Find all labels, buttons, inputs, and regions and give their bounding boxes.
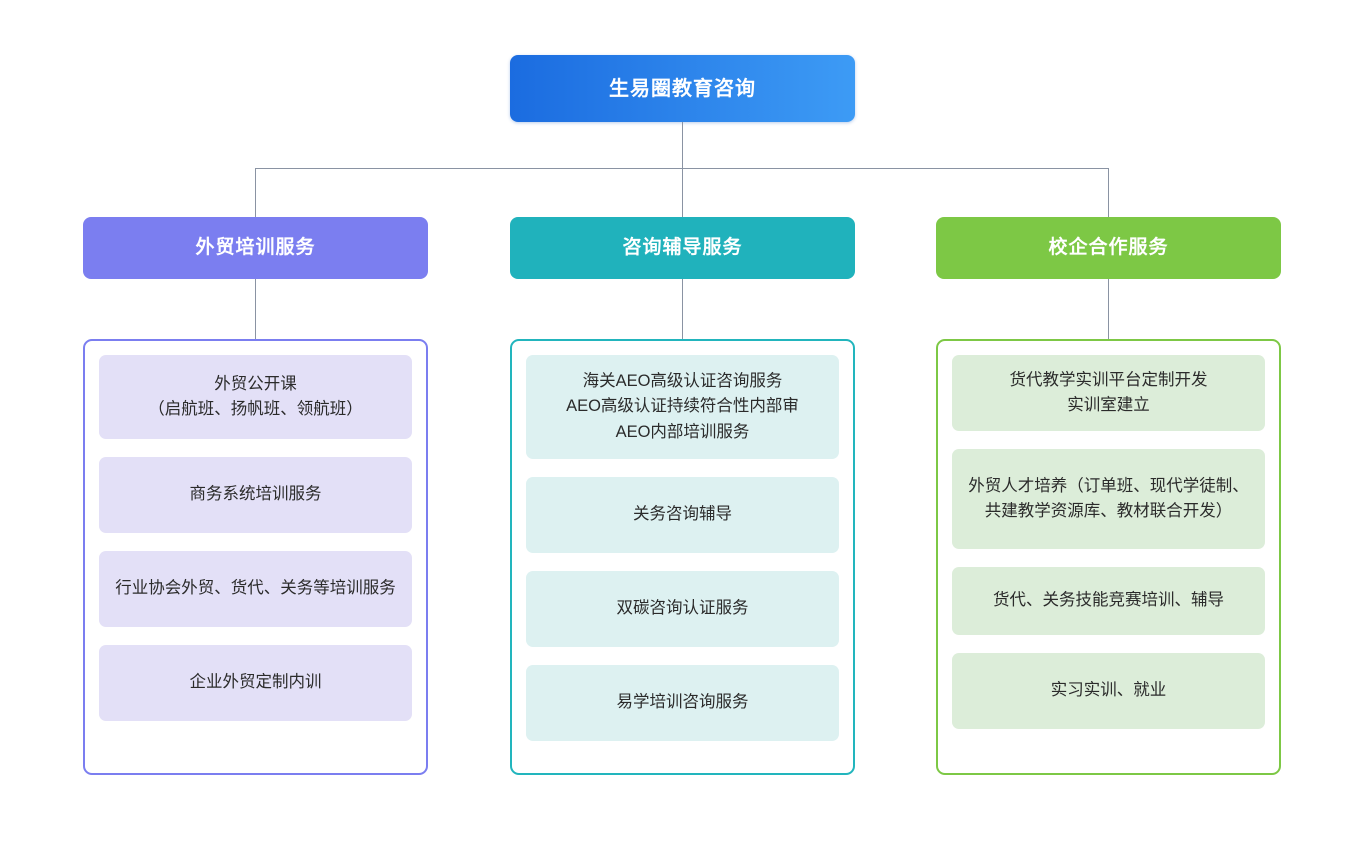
branch-items-container-1: 外贸公开课 （启航班、扬帆班、领航班） 商务系统培训服务 行业协会外贸、货代、关… <box>83 339 428 775</box>
branch-item-card[interactable]: 外贸人才培养（订单班、现代学徒制、共建教学资源库、教材联合开发） <box>952 449 1265 549</box>
root-node-label: 生易圈教育咨询 <box>609 77 756 100</box>
branch-item-card[interactable]: 企业外贸定制内训 <box>99 645 412 721</box>
branch-item-card[interactable]: 外贸公开课 （启航班、扬帆班、领航班） <box>99 355 412 439</box>
branch-item-card[interactable]: 货代、关务技能竞赛培训、辅导 <box>952 567 1265 635</box>
branch-header-label-1: 外贸培训服务 <box>195 236 316 258</box>
branch-header-label-3: 校企合作服务 <box>1048 236 1169 258</box>
branch-item-card[interactable]: 双碳咨询认证服务 <box>526 571 839 647</box>
connector-drop-branch-3 <box>1108 168 1109 217</box>
connector-root-stem <box>682 122 683 168</box>
branch-items-container-3: 货代教学实训平台定制开发 实训室建立 外贸人才培养（订单班、现代学徒制、共建教学… <box>936 339 1281 775</box>
connector-drop-branch-1 <box>255 168 256 217</box>
branch-item-card[interactable]: 海关AEO高级认证咨询服务 AEO高级认证持续符合性内部审 AEO内部培训服务 <box>526 355 839 459</box>
branch-item-card[interactable]: 实习实训、就业 <box>952 653 1265 729</box>
branch-header-2[interactable]: 咨询辅导服务 <box>510 217 855 279</box>
connector-header-to-container-2 <box>682 279 683 339</box>
connector-drop-branch-2 <box>682 168 683 217</box>
branch-item-card[interactable]: 商务系统培训服务 <box>99 457 412 533</box>
branch-column-1: 外贸培训服务 外贸公开课 （启航班、扬帆班、领航班） 商务系统培训服务 行业协会… <box>83 217 428 775</box>
root-node[interactable]: 生易圈教育咨询 <box>510 55 855 122</box>
connector-header-to-container-3 <box>1108 279 1109 339</box>
branch-header-label-2: 咨询辅导服务 <box>622 236 743 258</box>
branch-item-card[interactable]: 货代教学实训平台定制开发 实训室建立 <box>952 355 1265 431</box>
connector-header-to-container-1 <box>255 279 256 339</box>
branch-column-3: 校企合作服务 货代教学实训平台定制开发 实训室建立 外贸人才培养（订单班、现代学… <box>936 217 1281 775</box>
branch-column-2: 咨询辅导服务 海关AEO高级认证咨询服务 AEO高级认证持续符合性内部审 AEO… <box>510 217 855 775</box>
branch-header-3[interactable]: 校企合作服务 <box>936 217 1281 279</box>
branch-item-card[interactable]: 行业协会外贸、货代、关务等培训服务 <box>99 551 412 627</box>
branch-items-container-2: 海关AEO高级认证咨询服务 AEO高级认证持续符合性内部审 AEO内部培训服务 … <box>510 339 855 775</box>
branch-item-card[interactable]: 易学培训咨询服务 <box>526 665 839 741</box>
branch-header-1[interactable]: 外贸培训服务 <box>83 217 428 279</box>
branch-item-card[interactable]: 关务咨询辅导 <box>526 477 839 553</box>
